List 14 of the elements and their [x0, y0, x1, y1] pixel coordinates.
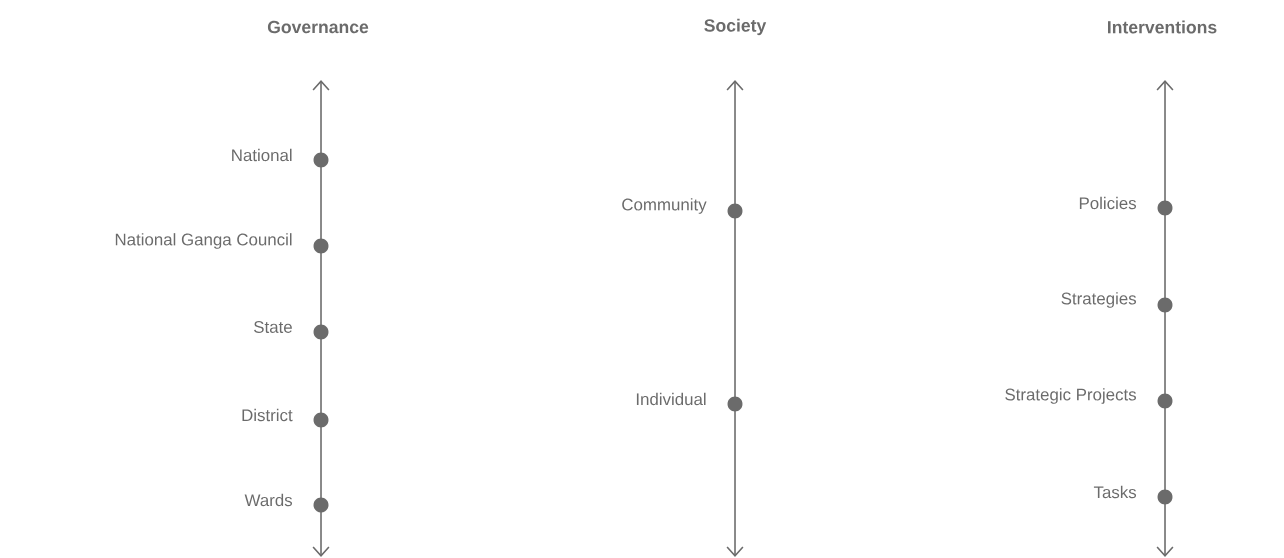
point-label: Strategic Projects: [1005, 388, 1136, 404]
point-label: Wards: [244, 493, 293, 507]
point-label: National: [232, 148, 292, 162]
point-label: Policies: [1079, 196, 1137, 210]
column-heading: Society: [704, 18, 767, 36]
point-label: Community: [622, 198, 707, 214]
point-label: Strategies: [1061, 292, 1137, 308]
column-heading: Governance: [267, 20, 369, 34]
point-label: District: [242, 408, 293, 422]
point-label: Tasks: [1093, 485, 1137, 499]
point-label: Individual: [636, 392, 706, 406]
point-label: State: [254, 321, 292, 333]
point-label: National Ganga Council: [115, 233, 292, 249]
column-heading: Interventions: [1108, 20, 1217, 34]
